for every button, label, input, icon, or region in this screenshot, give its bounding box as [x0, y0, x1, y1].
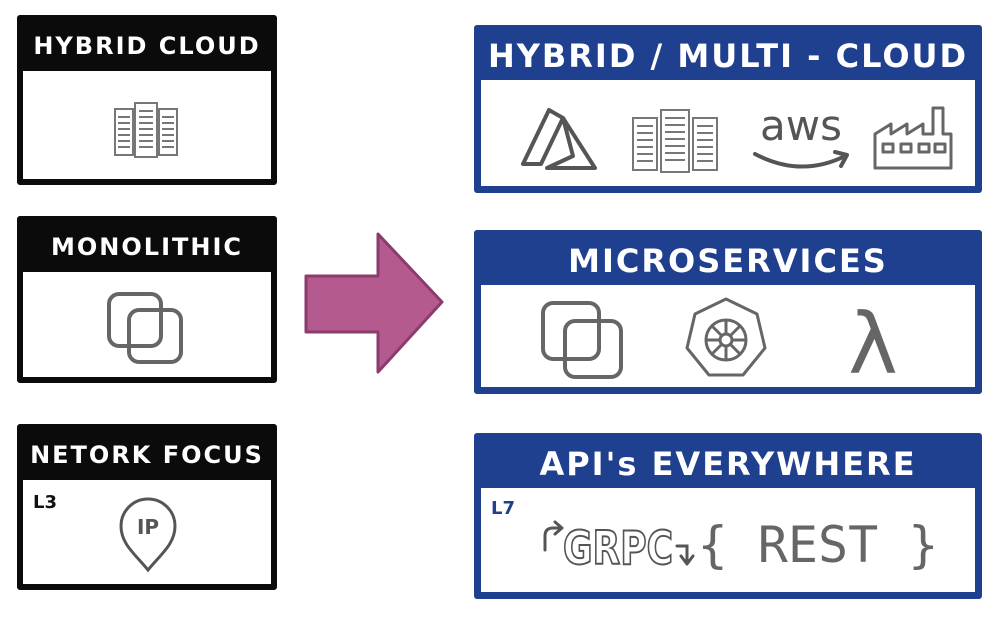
factory-icon: [873, 106, 953, 170]
overlapping-squares-icon: [541, 301, 623, 379]
monolithic-card: MONOLITHIC: [17, 216, 277, 383]
layer-7-tag: L7: [491, 498, 515, 519]
monolithic-title: MONOLITHIC: [23, 222, 271, 272]
hybrid-cloud-body: [23, 71, 271, 179]
grpc-label: GRPC: [563, 521, 673, 575]
microservices-title: MICROSERVICES: [481, 237, 975, 285]
aws-icon: aws: [753, 101, 849, 169]
kubernetes-icon: [685, 297, 767, 377]
microservices-card: MICROSERVICES λ: [474, 230, 982, 394]
apis-body: L7 GRPC { REST }: [481, 488, 975, 592]
multi-cloud-body: aws: [481, 80, 975, 186]
rest-label: { REST }: [698, 516, 939, 574]
multi-cloud-title: HYBRID / MULTI - CLOUD: [481, 32, 975, 80]
server-rack-icon: [632, 109, 718, 173]
monolithic-body: [23, 272, 271, 377]
layer-3-tag: L3: [33, 492, 57, 513]
microservices-body: λ: [481, 285, 975, 393]
hybrid-cloud-title: HYBRID CLOUD: [23, 21, 271, 71]
network-focus-card: NETORK FOCUS L3 IP: [17, 424, 277, 590]
grpc-logo: GRPC: [543, 520, 695, 576]
lambda-icon: λ: [848, 295, 898, 393]
lambda-label: λ: [848, 295, 898, 393]
azure-icon: [521, 108, 597, 170]
ip-label: IP: [137, 515, 159, 539]
overlapping-squares-icon: [107, 292, 183, 364]
network-focus-body: L3 IP: [23, 480, 271, 584]
hybrid-cloud-card: HYBRID CLOUD: [17, 15, 277, 185]
arrow-right-icon: [304, 232, 444, 374]
aws-label: aws: [760, 101, 842, 150]
apis-title: API's EVERYWHERE: [481, 440, 975, 488]
ip-pin-icon: IP: [119, 497, 177, 573]
multi-cloud-card: HYBRID / MULTI - CLOUD aws: [474, 25, 982, 193]
network-focus-title: NETORK FOCUS: [23, 430, 271, 480]
server-rack-icon: [114, 102, 178, 158]
rest-logo: { REST }: [698, 516, 939, 574]
apis-card: API's EVERYWHERE L7 GRPC { REST }: [474, 433, 982, 599]
